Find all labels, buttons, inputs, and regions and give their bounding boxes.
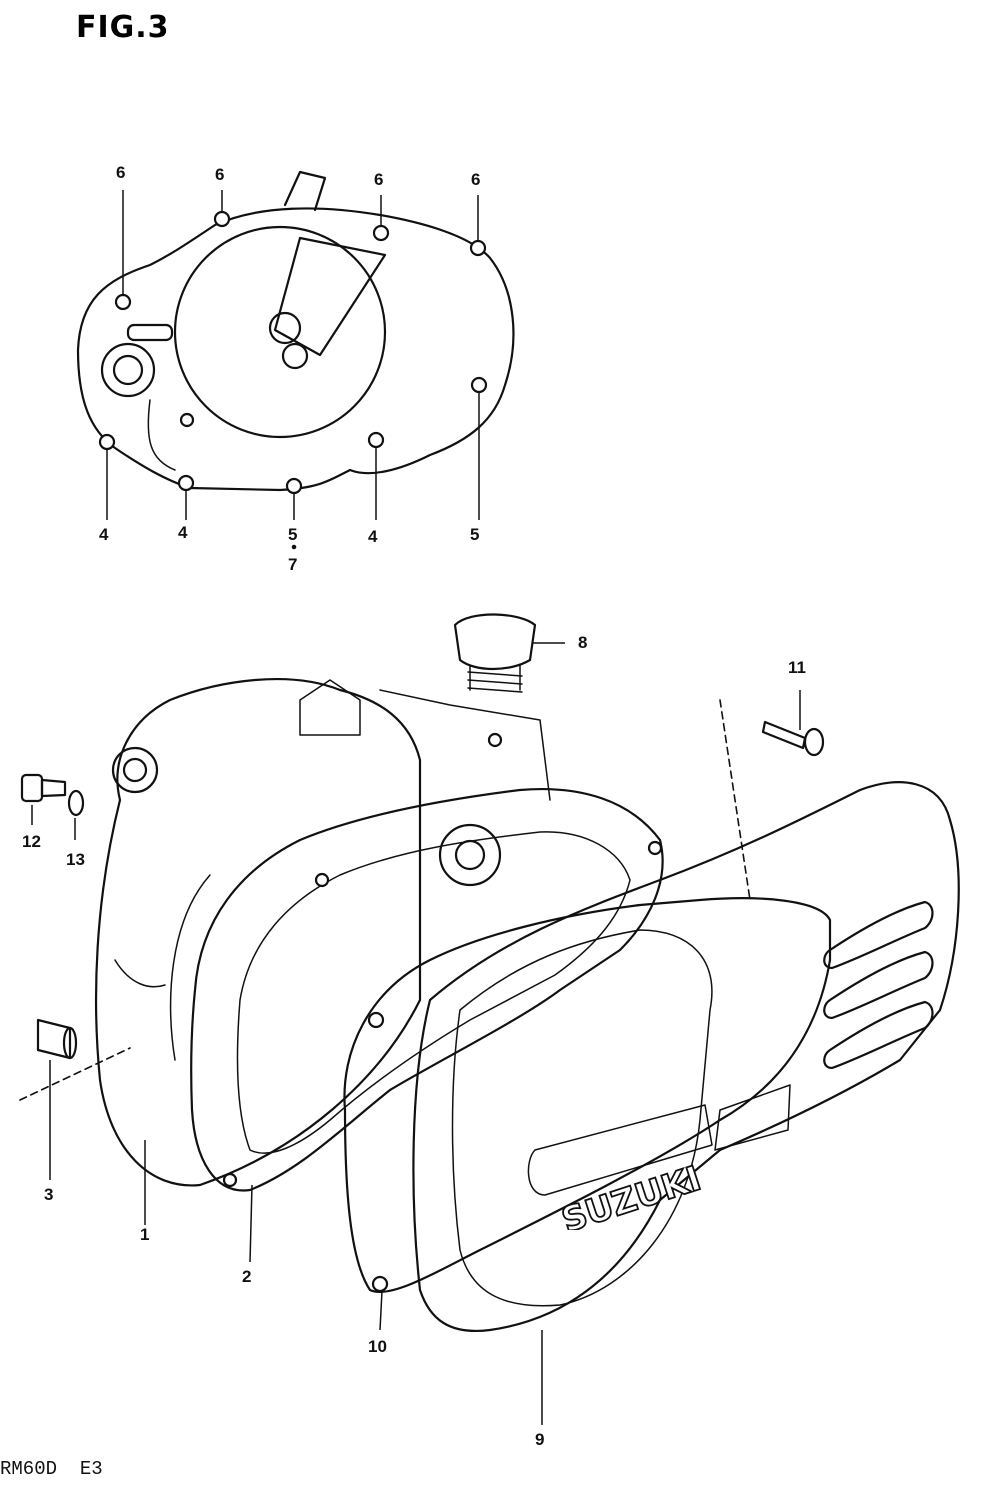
model-code: RM60D E3 bbox=[0, 1458, 103, 1480]
screw-11 bbox=[761, 720, 825, 757]
suzuki-logo-emboss: SUZUKI bbox=[556, 1158, 707, 1230]
callout-6-left: 6 bbox=[116, 163, 126, 182]
callout-6-top-right: 6 bbox=[374, 170, 384, 189]
callout-4-right: 4 bbox=[368, 527, 378, 546]
callout-1: 1 bbox=[140, 1225, 150, 1244]
callout-6-top-left: 6 bbox=[215, 165, 225, 184]
washer-13 bbox=[67, 789, 85, 817]
bolt-12 bbox=[20, 773, 67, 803]
callout-5-right: 5 bbox=[470, 525, 480, 544]
callout-9: 9 bbox=[535, 1430, 545, 1449]
callout-13: 13 bbox=[66, 850, 85, 869]
callout-3: 3 bbox=[44, 1185, 54, 1204]
cover-vents bbox=[823, 900, 934, 1070]
callout-5-mid: 5 bbox=[288, 525, 298, 544]
callout-6-right: 6 bbox=[471, 170, 481, 189]
callout-4-left: 4 bbox=[99, 525, 109, 544]
callout-8: 8 bbox=[578, 633, 588, 652]
callout-2: 2 bbox=[242, 1267, 252, 1286]
figure-title: FIG.3 bbox=[76, 10, 170, 45]
callout-4-mid: 4 bbox=[178, 523, 188, 542]
callout-10: 10 bbox=[368, 1337, 387, 1356]
callout-7: 7 bbox=[288, 555, 298, 574]
crankcase-cover-assembly bbox=[19, 613, 960, 1425]
bolt-pattern-view bbox=[76, 170, 515, 550]
logo-text: SUZUKI bbox=[557, 1159, 706, 1230]
callout-11: 11 bbox=[788, 658, 806, 677]
callout-12: 12 bbox=[22, 832, 41, 851]
filler-cap bbox=[453, 613, 537, 693]
